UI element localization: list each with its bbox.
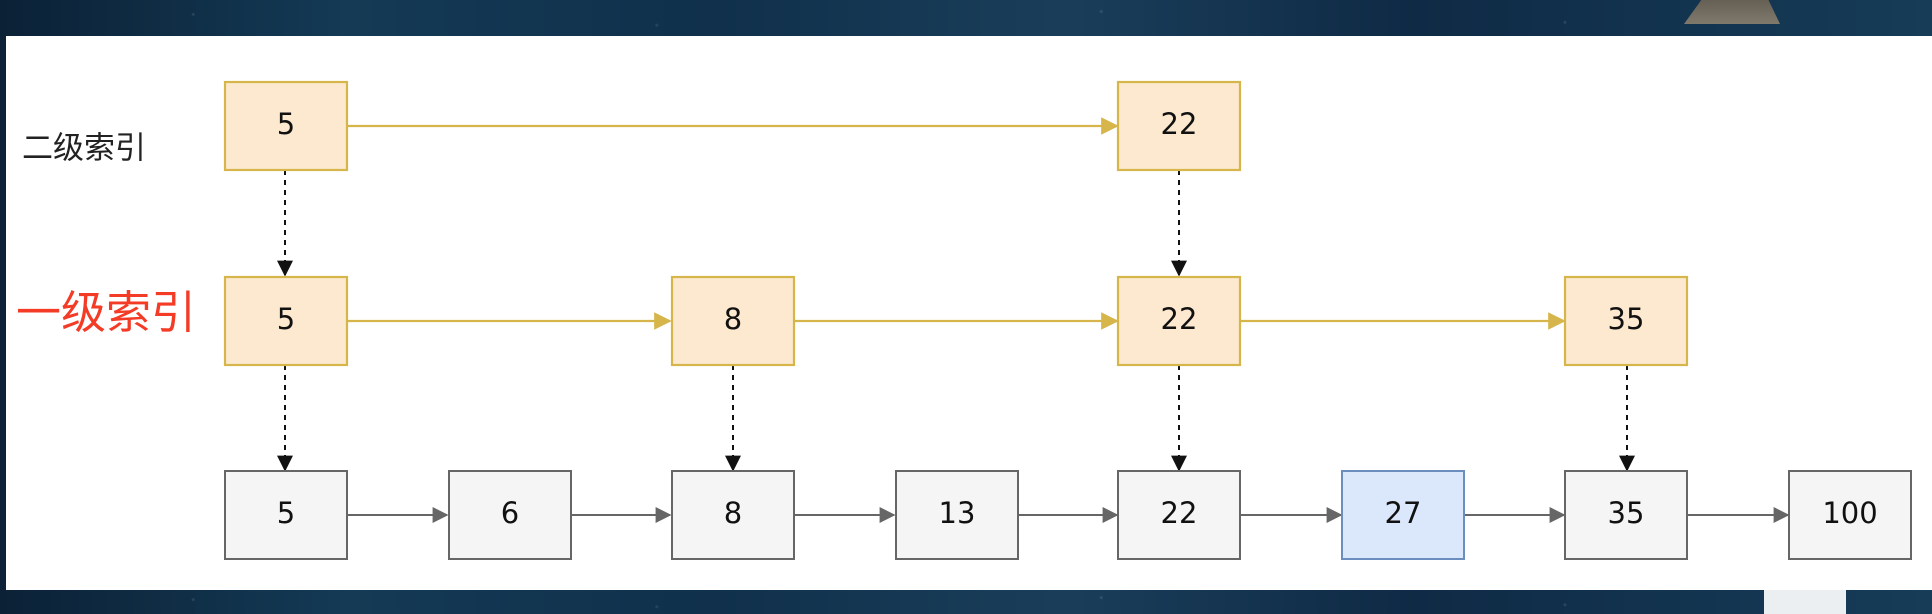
level1-node-22: 22 [1116, 275, 1242, 367]
base-node-22: 22 [1117, 470, 1241, 560]
base-node-13-label: 13 [939, 496, 976, 530]
base-node-8-label: 8 [724, 496, 742, 530]
level2-index-label: 二级索引 [22, 131, 146, 167]
base-node-100-label: 100 [1822, 496, 1877, 530]
level2-node-22: 22 [1116, 80, 1242, 172]
level2-node-5: 5 [223, 80, 349, 172]
base-node-6: 6 [448, 470, 572, 560]
level1-node-22-label: 22 [1161, 302, 1198, 336]
base-node-13: 13 [895, 470, 1019, 560]
base-node-100: 100 [1788, 470, 1912, 560]
bottom-right-tv-icon [1764, 558, 1846, 614]
base-node-27-highlighted: 27 [1341, 470, 1465, 560]
level2-node-22-label: 22 [1161, 107, 1198, 141]
level1-node-8-label: 8 [724, 302, 742, 336]
bottom-background-strip [0, 590, 1932, 614]
base-node-5-label: 5 [277, 496, 295, 530]
level2-node-5-label: 5 [277, 107, 295, 141]
top-background-strip [0, 0, 1932, 36]
base-node-8: 8 [671, 470, 795, 560]
top-right-decorative-shape [1684, 0, 1780, 24]
base-node-35: 35 [1564, 470, 1688, 560]
base-node-5: 5 [224, 470, 348, 560]
level1-node-8: 8 [670, 275, 796, 367]
base-node-22-label: 22 [1161, 496, 1198, 530]
level1-node-35-label: 35 [1608, 302, 1645, 336]
base-node-6-label: 6 [501, 496, 519, 530]
level1-index-label: 一级索引 [16, 286, 196, 339]
base-node-35-label: 35 [1608, 496, 1645, 530]
level1-node-35: 35 [1563, 275, 1689, 367]
level1-node-5-label: 5 [277, 302, 295, 336]
base-node-27-label: 27 [1385, 496, 1422, 530]
level1-node-5: 5 [223, 275, 349, 367]
